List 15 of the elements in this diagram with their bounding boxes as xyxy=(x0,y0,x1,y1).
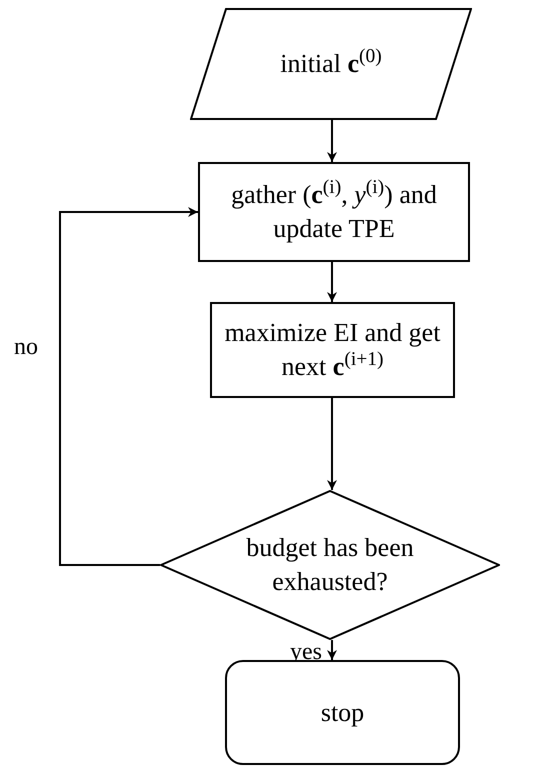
node-text: maximize EI and get next c$^{(i+1)}$ xyxy=(224,317,442,383)
arrow xyxy=(59,207,198,566)
arrow xyxy=(327,262,337,302)
node-text: gather (c$^{(i)}$, y$^{(i)}$) and update TPE xyxy=(230,178,438,245)
process-box xyxy=(198,162,470,262)
node-text: stop xyxy=(320,696,364,729)
decision-diamond xyxy=(160,490,500,640)
node-text: budget has been exhausted? xyxy=(245,532,415,598)
node-text: initial c$^{(0)}$ xyxy=(280,47,382,80)
input-parallelogram xyxy=(190,8,472,120)
arrow xyxy=(327,640,337,660)
arrow xyxy=(327,398,337,490)
terminal-box xyxy=(225,660,460,765)
arrow xyxy=(327,120,337,162)
process-box xyxy=(210,302,455,398)
